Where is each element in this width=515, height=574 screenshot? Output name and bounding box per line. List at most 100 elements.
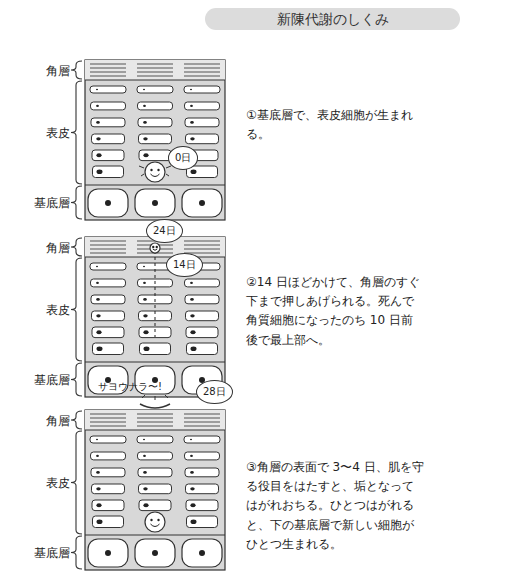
epidermal-cell xyxy=(93,166,124,178)
epidermal-cell xyxy=(92,327,124,338)
cell-nucleus xyxy=(190,282,193,284)
cell-eye xyxy=(157,519,159,521)
glow-stroke xyxy=(166,174,169,176)
cell-nucleus xyxy=(96,89,98,91)
layer-line xyxy=(85,362,225,363)
layer-bracket xyxy=(71,411,82,429)
cell-smile xyxy=(151,174,160,177)
epidermal-cell xyxy=(91,102,126,110)
epidermal-cell xyxy=(185,279,220,287)
epidermal-cell xyxy=(139,134,172,144)
cell-nucleus xyxy=(190,455,193,457)
epidermal-cell xyxy=(185,295,219,304)
corneum-line xyxy=(90,414,126,415)
corneum-line xyxy=(137,414,173,415)
epidermal-cell xyxy=(90,86,126,93)
epidermal-cell xyxy=(185,452,220,460)
skin-section xyxy=(85,237,225,397)
layer-bracket xyxy=(71,186,82,219)
cell-nucleus xyxy=(97,519,103,524)
corneum-line xyxy=(90,64,126,65)
cell-nucleus xyxy=(96,330,101,334)
cell-nucleus xyxy=(152,200,158,206)
cell-smile xyxy=(153,249,158,250)
cell-eye xyxy=(156,246,158,248)
epidermal-cell xyxy=(90,263,126,270)
cell-eye xyxy=(150,169,152,171)
epidermal-cell xyxy=(92,150,124,161)
corneum-line xyxy=(184,72,220,73)
layer-bracket xyxy=(71,238,82,256)
corneum-line xyxy=(184,426,220,427)
cell-smile xyxy=(151,524,160,527)
layer-line xyxy=(85,185,225,186)
cell-nucleus xyxy=(190,121,194,124)
basal-cell xyxy=(135,539,175,567)
cell-nucleus xyxy=(190,439,192,441)
cell-nucleus xyxy=(143,330,148,334)
cell-nucleus xyxy=(143,137,147,140)
corneum-line xyxy=(90,418,126,419)
corneum-line xyxy=(184,64,220,65)
cell-nucleus xyxy=(144,346,150,351)
cell-eye xyxy=(157,169,159,171)
layer-bracket xyxy=(71,61,82,79)
cell-nucleus xyxy=(143,471,147,474)
epidermal-cell xyxy=(186,484,219,494)
skin-section xyxy=(85,60,225,220)
cell-nucleus xyxy=(190,330,195,334)
epidermal-cell xyxy=(138,118,172,127)
glow-stroke xyxy=(139,166,144,168)
epidermal-cell xyxy=(186,311,219,321)
cell-nucleus xyxy=(96,314,100,317)
day-count: 0日 xyxy=(175,151,191,165)
corneum-line xyxy=(137,76,173,77)
layer-label: 角層 xyxy=(46,240,70,257)
cell-nucleus xyxy=(143,503,148,507)
cell-nucleus xyxy=(143,266,145,268)
glow-stroke xyxy=(166,166,171,168)
epidermal-cell xyxy=(186,134,219,144)
corneum-line xyxy=(90,76,126,77)
epidermal-cell xyxy=(91,118,125,127)
day-count: 24日 xyxy=(153,224,176,238)
basal-cell xyxy=(135,189,175,217)
epidermal-cell xyxy=(187,516,218,528)
corneum-line xyxy=(184,76,220,77)
day-count: 28日 xyxy=(203,385,226,399)
layer-line xyxy=(85,430,225,431)
corneum-line xyxy=(90,422,126,423)
cell-nucleus xyxy=(143,314,147,317)
epidermal-cell xyxy=(187,343,218,355)
cell-nucleus xyxy=(105,550,111,556)
basal-cell xyxy=(182,189,222,217)
epidermal-cell xyxy=(91,452,126,460)
epidermal-cell xyxy=(92,134,125,144)
layer-bracket xyxy=(71,431,82,534)
layer-label: 表皮 xyxy=(46,302,70,319)
cell-nucleus xyxy=(96,439,98,441)
step-description: ①基底層で、表皮細胞が生まれる。 xyxy=(246,106,424,144)
cell-nucleus xyxy=(152,550,158,556)
epidermal-cell xyxy=(185,118,219,127)
corneum-line xyxy=(90,72,126,73)
epidermal-cell xyxy=(138,468,172,477)
cell-nucleus xyxy=(191,519,197,524)
day-count: 14日 xyxy=(173,258,196,272)
corneum-line xyxy=(90,426,126,427)
speech-bubble: 24日 xyxy=(146,219,183,243)
cell-nucleus xyxy=(191,169,197,174)
corneum-line xyxy=(90,249,126,250)
speech-bubble: 28日 xyxy=(196,380,233,404)
stratum-corneum xyxy=(85,60,225,80)
epidermal-cell xyxy=(184,86,220,93)
corneum-line xyxy=(90,245,126,246)
cell-nucleus xyxy=(143,89,145,91)
epidermal-cell xyxy=(139,150,171,161)
epidermal-cell xyxy=(140,343,171,355)
new-cell xyxy=(150,243,160,253)
cell-nucleus xyxy=(96,282,99,284)
cell-nucleus xyxy=(97,346,103,351)
epidermal-cell xyxy=(92,500,124,511)
cell-nucleus xyxy=(96,153,101,157)
